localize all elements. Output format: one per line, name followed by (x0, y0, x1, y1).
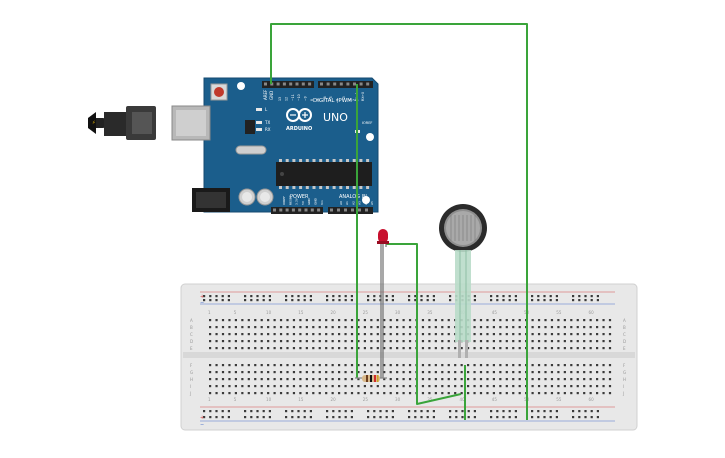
svg-text:G: G (623, 370, 626, 375)
svg-text:1: 1 (208, 397, 211, 402)
svg-text:D: D (623, 339, 626, 344)
svg-text:3.3V: 3.3V (295, 197, 299, 205)
usb-cable: ⚡ (88, 106, 156, 140)
analog-label: ANALOG IN (339, 194, 367, 200)
svg-text:2: 2 (348, 99, 352, 101)
svg-text:35: 35 (427, 397, 433, 402)
svg-text:25: 25 (363, 397, 369, 402)
svg-text:~11: ~11 (291, 94, 295, 101)
aref-label: AREF (263, 89, 268, 100)
atmega-chip (279, 159, 370, 189)
svg-text:10: 10 (266, 310, 272, 315)
svg-text:60: 60 (589, 310, 595, 315)
svg-text:−: − (200, 422, 204, 428)
svg-text:J: J (189, 391, 191, 396)
svg-text:A0: A0 (339, 201, 343, 205)
svg-text:H: H (190, 377, 193, 382)
svg-text:I: I (623, 384, 624, 389)
svg-text:B: B (190, 325, 193, 330)
svg-text:E: E (623, 346, 626, 351)
svg-text:5: 5 (234, 397, 237, 402)
svg-text:30: 30 (395, 397, 401, 402)
svg-text:5: 5 (234, 310, 237, 315)
svg-text:GND: GND (314, 197, 318, 205)
fsr-sensing-grid (450, 215, 476, 241)
svg-text:GND: GND (307, 197, 311, 205)
svg-text:A1: A1 (345, 201, 349, 205)
svg-text:10: 10 (266, 397, 272, 402)
force-sensitive-resistor[interactable] (439, 204, 487, 358)
svg-text:A2: A2 (351, 201, 355, 205)
svg-text:~10: ~10 (297, 94, 301, 101)
led-red[interactable] (377, 229, 389, 378)
svg-text:25: 25 (363, 310, 369, 315)
svg-text:F: F (190, 363, 193, 368)
svg-text:A4: A4 (364, 201, 368, 205)
wire-gnd-to-rail (270, 23, 528, 420)
svg-text:8: 8 (310, 99, 314, 101)
resistor[interactable] (355, 375, 387, 382)
svg-text:D: D (190, 339, 193, 344)
svg-text:A: A (190, 318, 193, 323)
svg-text:1: 1 (208, 310, 211, 315)
svg-text:45: 45 (492, 310, 498, 315)
svg-text:15: 15 (298, 397, 304, 402)
ioref-label: IOREF (362, 121, 372, 125)
svg-text:⚡: ⚡ (92, 120, 96, 126)
svg-text:RX←0: RX←0 (361, 92, 365, 101)
svg-text:55: 55 (556, 397, 562, 402)
svg-text:7: 7 (316, 99, 320, 101)
svg-text:F: F (623, 363, 626, 368)
svg-text:B: B (623, 325, 626, 330)
svg-text:E: E (190, 346, 193, 351)
wires[interactable] (270, 23, 528, 420)
svg-text:35: 35 (427, 310, 433, 315)
svg-text:~5: ~5 (329, 96, 333, 101)
svg-text:Vin: Vin (320, 200, 324, 205)
rx-label: RX (265, 127, 271, 132)
svg-text:IOREF: IOREF (282, 196, 286, 205)
svg-text:C: C (623, 332, 626, 337)
wire-led-to-fsr (386, 243, 462, 405)
svg-text:J: J (622, 391, 624, 396)
arduino-wordmark: ARDUINO (286, 126, 312, 132)
svg-text:55: 55 (556, 310, 562, 315)
power-label: POWER (290, 194, 309, 200)
svg-text:G: G (190, 370, 193, 375)
svg-text:+: + (200, 415, 204, 421)
svg-text:~9: ~9 (304, 96, 308, 101)
svg-text:RESET: RESET (288, 195, 292, 205)
svg-text:~6: ~6 (323, 96, 327, 101)
svg-text:60: 60 (589, 397, 595, 402)
svg-text:30: 30 (395, 310, 401, 315)
svg-text:40: 40 (460, 397, 466, 402)
svg-text:12: 12 (284, 97, 288, 101)
svg-text:20: 20 (331, 397, 337, 402)
digital-label: DIGITAL (PWM~) (313, 98, 359, 104)
svg-text:13: 13 (278, 97, 282, 101)
svg-text:5V: 5V (301, 200, 305, 205)
svg-text:A5: A5 (370, 201, 374, 205)
uno-label: UNO (323, 111, 348, 124)
svg-text:C: C (190, 332, 193, 337)
svg-text:+: + (200, 294, 204, 300)
svg-text:A: A (623, 318, 626, 323)
arduino-logo-icon (286, 108, 312, 122)
l-label: L (265, 107, 268, 112)
svg-text:~3: ~3 (342, 96, 346, 101)
svg-text:20: 20 (331, 310, 337, 315)
svg-text:H: H (623, 377, 626, 382)
svg-text:A3: A3 (358, 201, 362, 205)
svg-text:15: 15 (298, 310, 304, 315)
tx-label: TX (264, 120, 270, 125)
svg-text:45: 45 (492, 397, 498, 402)
gnd-label: GND (269, 91, 274, 100)
svg-text:−: − (200, 300, 204, 306)
svg-text:4: 4 (336, 99, 340, 101)
svg-text:I: I (190, 384, 191, 389)
